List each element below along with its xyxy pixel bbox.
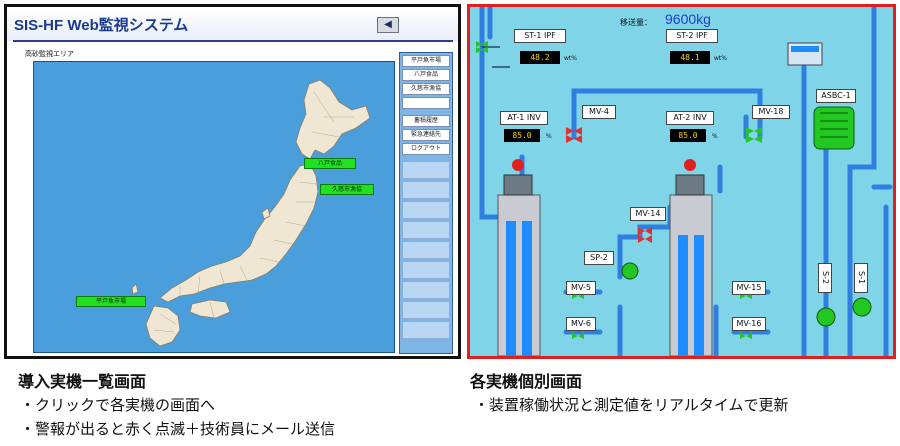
readout-st2: 48.1	[670, 51, 710, 64]
unit-at1: %	[546, 133, 552, 140]
sidebar-slot	[402, 321, 450, 339]
readout-at2: 85.0	[670, 129, 706, 142]
tag-mv14[interactable]: MV-14	[630, 207, 666, 221]
asbc-unit	[813, 106, 855, 150]
unit-st1: wt%	[564, 55, 577, 62]
valve-mv18	[746, 127, 762, 143]
sidebar-slot	[402, 221, 450, 239]
title-divider	[13, 40, 453, 42]
motor-s2	[816, 307, 836, 327]
sidebar: 平戸魚市場 八戸食品 久慈市漁協 蓄積履歴 緊急連絡先 ログアウト	[399, 52, 453, 354]
sidebar-item-history[interactable]: 蓄積履歴	[402, 115, 450, 127]
area-label: 高砂監視エリア	[25, 50, 74, 58]
sidebar-slot	[402, 161, 450, 179]
sidebar-slot	[402, 261, 450, 279]
sidebar-item-blank[interactable]	[402, 97, 450, 109]
tsushima-island	[131, 283, 139, 295]
motor-s1	[852, 297, 872, 317]
sidebar-item-emergency-contacts[interactable]: 緊急連絡先	[402, 129, 450, 141]
sado-island	[261, 207, 271, 220]
left-caption-title: 導入実機一覧画面	[18, 372, 147, 391]
japan-map: 八戸食品 久慈市漁協 平戸魚市場	[33, 61, 395, 353]
sidebar-slot	[402, 241, 450, 259]
tag-at2: AT-2 INV	[666, 111, 714, 125]
tag-mv4[interactable]: MV-4	[582, 105, 616, 119]
transfer-amount-value: 9600kg	[665, 11, 711, 27]
plant-label-kuji[interactable]: 久慈市漁協	[320, 184, 374, 195]
right-caption-title: 各実機個別画面	[470, 372, 583, 391]
tag-s1[interactable]: S-1	[854, 263, 868, 293]
valve-left-top	[476, 41, 488, 53]
shikoku-shape	[189, 299, 231, 319]
readout-at1: 85.0	[504, 129, 540, 142]
tag-mv18[interactable]: MV-18	[752, 105, 790, 119]
tag-mv5[interactable]: MV-5	[566, 281, 596, 295]
sidebar-item-kuji[interactable]: 久慈市漁協	[402, 83, 450, 95]
unit-st2: wt%	[714, 55, 727, 62]
left-caption-item: ・クリックで各実機の画面へ	[20, 396, 216, 414]
tag-sp2[interactable]: SP-2	[584, 251, 614, 265]
overview-screen: SIS-HF Web監視システム ◀︎ 高砂監視エリア	[4, 4, 461, 359]
app-title: SIS-HF Web監視システム	[14, 17, 189, 34]
tag-at1: AT-1 INV	[500, 111, 548, 125]
tag-mv6[interactable]: MV-6	[566, 317, 596, 331]
japan-map-graphic	[131, 79, 371, 347]
plant-label-hachinohe[interactable]: 八戸食品	[304, 158, 356, 169]
mixer-motor-1	[503, 159, 533, 196]
sidebar-slot	[402, 201, 450, 219]
process-diagram	[476, 7, 893, 356]
tag-s2[interactable]: S-2	[818, 263, 832, 293]
honshu-shape	[159, 163, 319, 303]
transfer-amount-label: 移送量：	[620, 18, 652, 27]
plant-detail-screen: 移送量： 9600kg ST-1 IPF 48.2 wt% ST-2 IPF 4…	[467, 4, 896, 359]
valve-mv14	[638, 227, 652, 243]
tank-2	[669, 194, 713, 356]
right-caption-item: ・装置稼働状況と測定値をリアルタイムで更新	[474, 396, 789, 414]
readout-st1: 48.2	[520, 51, 560, 64]
sidebar-item-hachinohe[interactable]: 八戸食品	[402, 69, 450, 81]
tag-mv15[interactable]: MV-15	[732, 281, 766, 295]
pump-sp2	[621, 262, 639, 280]
left-caption-item: ・警報が出ると赤く点滅＋技術員にメール送信	[20, 420, 336, 438]
tag-asbc1[interactable]: ASBC-1	[816, 89, 856, 103]
tag-mv16[interactable]: MV-16	[732, 317, 766, 331]
tag-st1: ST-1 IPF	[514, 29, 566, 43]
sidebar-slot	[402, 181, 450, 199]
sidebar-item-logout[interactable]: ログアウト	[402, 143, 450, 155]
unit-at2: %	[712, 133, 718, 140]
valve-mv4	[566, 127, 582, 143]
tag-st2: ST-2 IPF	[666, 29, 718, 43]
hokkaido-shape	[295, 79, 371, 160]
sidebar-slot	[402, 281, 450, 299]
mixer-motor-2	[675, 159, 705, 196]
title-bar: SIS-HF Web監視システム ◀︎	[7, 7, 458, 42]
sidebar-slot	[402, 301, 450, 319]
sidebar-item-hirado[interactable]: 平戸魚市場	[402, 55, 450, 67]
speaker-icon-button[interactable]: ◀︎	[377, 17, 399, 33]
tank-1	[497, 194, 541, 356]
plant-label-hirado[interactable]: 平戸魚市場	[76, 296, 146, 307]
kyushu-shape	[145, 305, 181, 347]
